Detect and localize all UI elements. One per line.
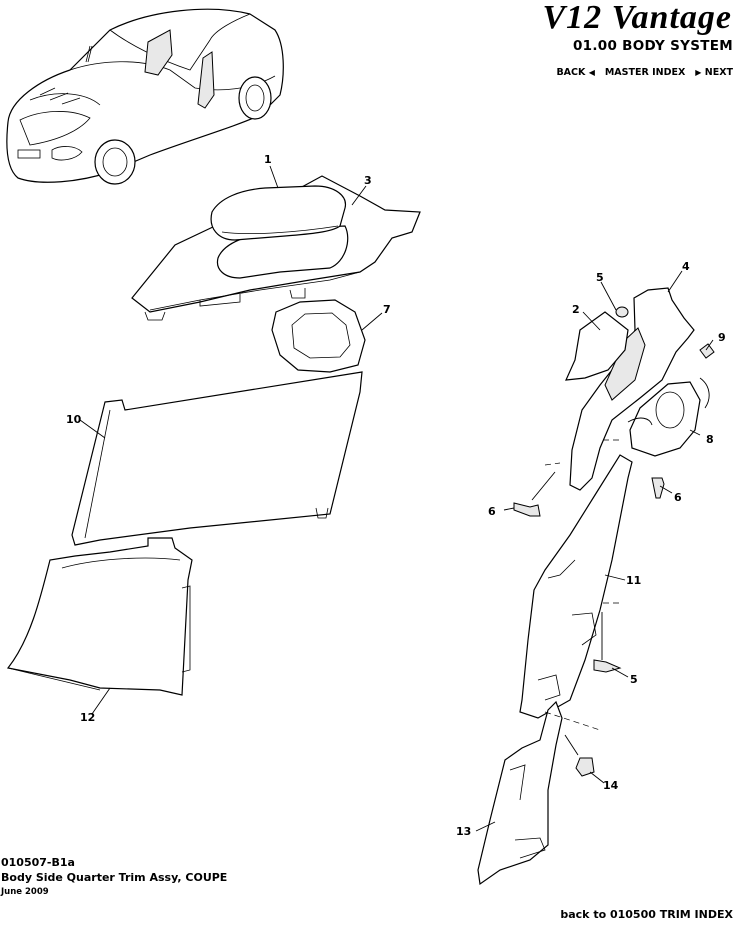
diagram-title: Body Side Quarter Trim Assy, COUPE bbox=[1, 871, 228, 884]
callout-14: 14 bbox=[603, 779, 619, 792]
brand-logo: V12 Vantage bbox=[536, 0, 732, 36]
logo-text: V12 Vantage bbox=[542, 0, 732, 36]
callout-3: 3 bbox=[364, 174, 372, 187]
callout-9: 9 bbox=[718, 331, 726, 344]
next-arrow-icon: ▶ bbox=[695, 68, 702, 77]
back-to-trim-index-link[interactable]: back to 010500 TRIM INDEX bbox=[560, 908, 733, 921]
callout-1: 1 bbox=[264, 153, 272, 166]
part-7-speaker-bracket bbox=[271, 299, 366, 373]
callout-5-lower: 5 bbox=[630, 673, 638, 686]
fastener-5-upper bbox=[615, 306, 629, 318]
callout-13: 13 bbox=[456, 825, 471, 838]
callout-10: 10 bbox=[66, 413, 82, 426]
callout-5-upper: 5 bbox=[596, 271, 604, 284]
part-1-armrest-pad bbox=[210, 185, 346, 241]
car-illustration bbox=[6, 8, 284, 185]
callout-6-left: 6 bbox=[488, 505, 496, 518]
callout-2: 2 bbox=[572, 303, 580, 316]
section-title: 01.00 BODY SYSTEM bbox=[572, 38, 733, 54]
callout-8: 8 bbox=[706, 433, 714, 446]
fastener-14 bbox=[575, 757, 595, 777]
fastener-6-left bbox=[513, 502, 541, 517]
callout-6-right: 6 bbox=[674, 491, 682, 504]
diagram-code: 010507-B1a bbox=[1, 856, 75, 869]
part-2-cover-panel bbox=[565, 311, 629, 381]
diagram-date: June 2009 bbox=[1, 887, 49, 897]
back-arrow-icon: ◀ bbox=[588, 68, 595, 77]
part-10-quarter-panel bbox=[71, 371, 363, 546]
back-link[interactable]: BACK ◀ bbox=[556, 67, 594, 78]
part-13-lower-pillar-trim bbox=[477, 700, 563, 886]
callout-7: 7 bbox=[383, 303, 391, 316]
callout-4: 4 bbox=[682, 260, 690, 273]
fastener-9 bbox=[699, 343, 715, 359]
next-link[interactable]: ▶ NEXT bbox=[695, 67, 733, 78]
part-4-pillar-trim-upper bbox=[569, 287, 695, 491]
callout-12: 12 bbox=[80, 711, 95, 724]
next-label: NEXT bbox=[704, 67, 733, 78]
back-label: BACK bbox=[556, 67, 586, 78]
master-index-link[interactable]: MASTER INDEX bbox=[604, 67, 686, 78]
diagram-info: 010507-B1a Body Side Quarter Trim Assy, … bbox=[1, 855, 227, 900]
part-11-long-pillar-trim bbox=[519, 454, 633, 719]
part-8-air-duct bbox=[629, 381, 701, 457]
part-12-lower-quarter-trim bbox=[6, 537, 193, 696]
navigation-bar: BACK ◀ MASTER INDEX ▶ NEXT bbox=[556, 67, 733, 78]
fastener-6-right bbox=[651, 477, 665, 499]
callout-11: 11 bbox=[626, 574, 641, 587]
